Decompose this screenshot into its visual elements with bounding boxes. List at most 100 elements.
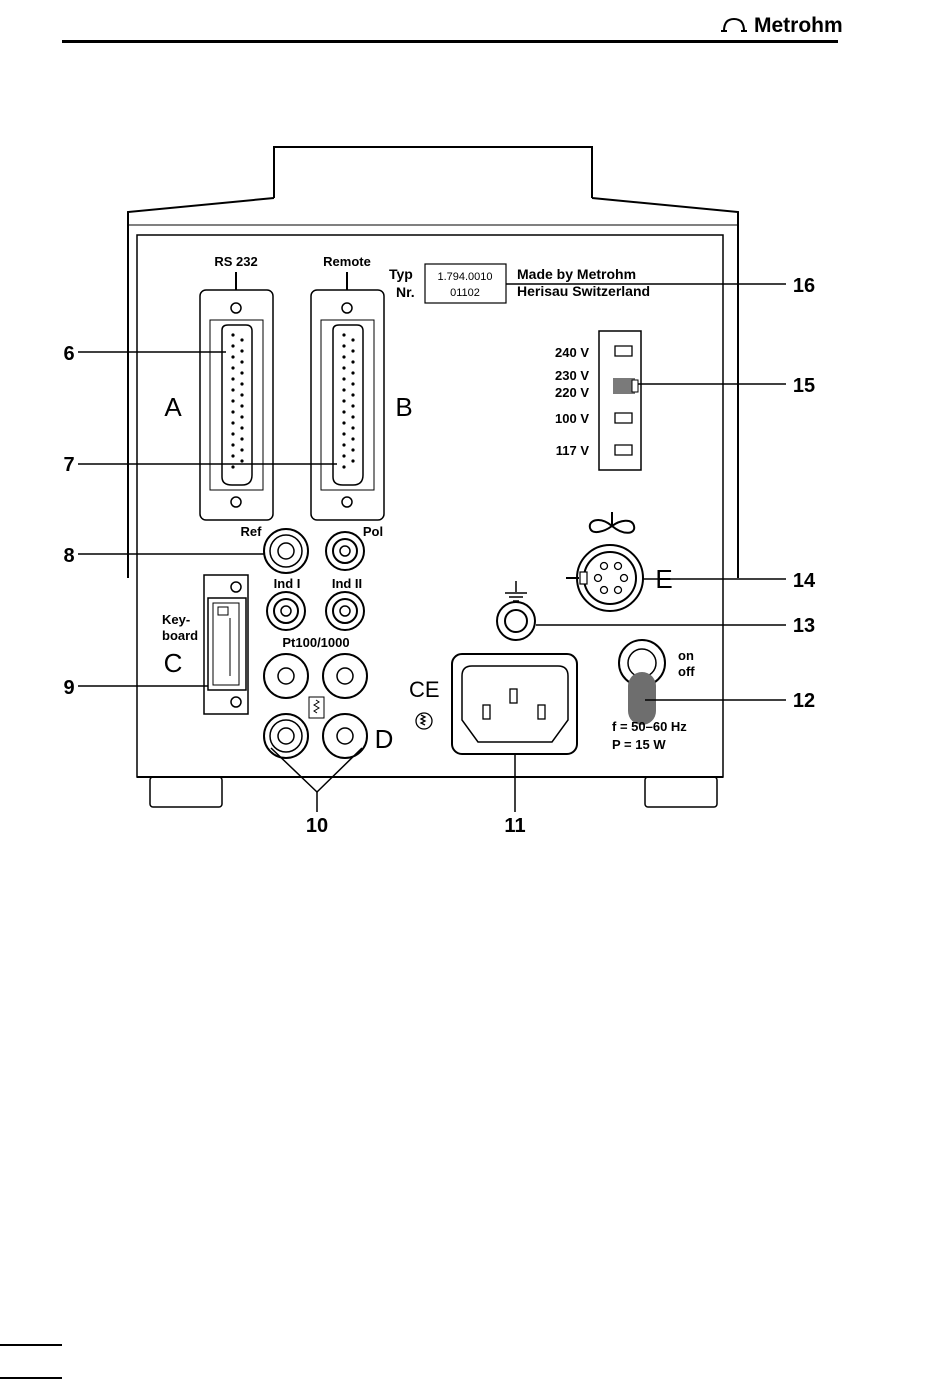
callout-10: 10	[306, 815, 328, 837]
connector-pin	[351, 437, 354, 440]
connector-pin	[231, 421, 234, 424]
connector-pin	[240, 459, 243, 462]
callout-8: 8	[63, 545, 74, 567]
connector-pin	[240, 382, 243, 385]
connector-pin	[231, 443, 234, 446]
keyboard-connector[interactable]	[204, 575, 248, 714]
rs232-label: RS 232	[214, 254, 257, 269]
d-socket-2[interactable]	[323, 714, 367, 758]
pt100-socket-2[interactable]	[323, 654, 367, 698]
connector-pin	[240, 415, 243, 418]
callout-11: 11	[504, 815, 525, 837]
remote-label: Remote	[323, 254, 371, 269]
ind1-label: Ind I	[274, 576, 301, 591]
ref-socket[interactable]	[264, 529, 308, 573]
connector-pin	[231, 388, 234, 391]
connector-pin	[351, 382, 354, 385]
ce-mark: CE	[409, 677, 440, 702]
stirrer-socket[interactable]	[566, 545, 643, 611]
voltage-240: 240 V	[555, 345, 589, 360]
connector-pin	[231, 377, 234, 380]
connector-pin	[351, 448, 354, 451]
connector-pin	[351, 404, 354, 407]
connector-pin	[231, 410, 234, 413]
connector-pin	[240, 404, 243, 407]
type-label: Typ	[389, 266, 413, 282]
connector-pin	[240, 393, 243, 396]
voltage-117: 117 V	[556, 443, 590, 458]
ind2-socket[interactable]	[326, 592, 364, 630]
connector-pin	[342, 344, 345, 347]
connector-pin	[231, 465, 234, 468]
callout-14: 14	[793, 570, 816, 592]
callout-9: 9	[63, 677, 74, 699]
type-value: 1.794.0010	[437, 271, 492, 283]
callout-6: 6	[63, 343, 74, 365]
connector-pin	[342, 333, 345, 336]
connector-pin	[342, 410, 345, 413]
connector-pin	[231, 355, 234, 358]
connector-pin	[240, 360, 243, 363]
power-inlet[interactable]	[452, 654, 577, 754]
connector-pin	[351, 459, 354, 462]
metrohm-logo-icon	[721, 19, 747, 31]
connector-pin	[240, 437, 243, 440]
rs232-connector[interactable]	[200, 290, 273, 520]
connector-pin	[240, 448, 243, 451]
voltage-100: 100 V	[555, 411, 589, 426]
pt100-label: Pt100/1000	[282, 635, 349, 650]
connector-pin	[231, 432, 234, 435]
footer-rule-2	[0, 1377, 62, 1379]
d-socket-1[interactable]	[264, 714, 308, 758]
switch-on-label: on	[678, 648, 694, 663]
connector-pin	[351, 415, 354, 418]
ref-label: Ref	[241, 524, 263, 539]
ground-terminal[interactable]	[497, 602, 535, 640]
power-rating-label: P = 15 W	[612, 737, 666, 752]
connector-pin	[351, 426, 354, 429]
callout-16: 16	[793, 275, 815, 297]
resistor-icon	[309, 697, 324, 718]
stirrer-icon	[590, 512, 634, 533]
connector-pin	[342, 443, 345, 446]
connector-pin	[351, 360, 354, 363]
callout-12: 12	[793, 690, 815, 712]
footer-rule-1	[0, 1344, 62, 1346]
callout-numbers: 6 7 8 9 10 11 12 13 14 15 16	[63, 275, 816, 837]
frequency-label: f = 50–60 Hz	[612, 719, 687, 734]
connector-pin	[351, 349, 354, 352]
connector-pin	[231, 333, 234, 336]
connector-pin	[240, 338, 243, 341]
header-rule	[62, 40, 838, 43]
connector-pin	[231, 366, 234, 369]
pt100-socket-1[interactable]	[264, 654, 308, 698]
connector-pin	[240, 426, 243, 429]
connector-pin	[342, 399, 345, 402]
connector-pin	[231, 454, 234, 457]
connector-pin	[342, 388, 345, 391]
port-letter-b: B	[395, 392, 412, 422]
maker-line-1: Made by Metrohm	[517, 266, 636, 282]
connector-pin	[351, 393, 354, 396]
voltage-selector[interactable]	[599, 331, 641, 470]
ind1-socket[interactable]	[267, 592, 305, 630]
power-switch[interactable]	[619, 640, 665, 725]
callout-7: 7	[63, 454, 74, 476]
connector-pin	[342, 421, 345, 424]
switch-off-label: off	[678, 664, 695, 679]
connector-pin	[342, 377, 345, 380]
connector-pin	[231, 344, 234, 347]
serial-value: 01102	[450, 287, 480, 299]
remote-connector[interactable]	[311, 290, 384, 520]
safety-mark-icon	[416, 713, 432, 729]
connector-pin	[351, 371, 354, 374]
voltage-230: 230 V	[555, 368, 589, 383]
ind2-label: Ind II	[332, 576, 362, 591]
connector-pin	[342, 432, 345, 435]
connector-pin	[342, 355, 345, 358]
callout-15: 15	[793, 375, 815, 397]
keyboard-label-2: board	[162, 628, 198, 643]
pol-socket[interactable]	[326, 532, 364, 570]
port-letter-d: D	[375, 724, 394, 754]
